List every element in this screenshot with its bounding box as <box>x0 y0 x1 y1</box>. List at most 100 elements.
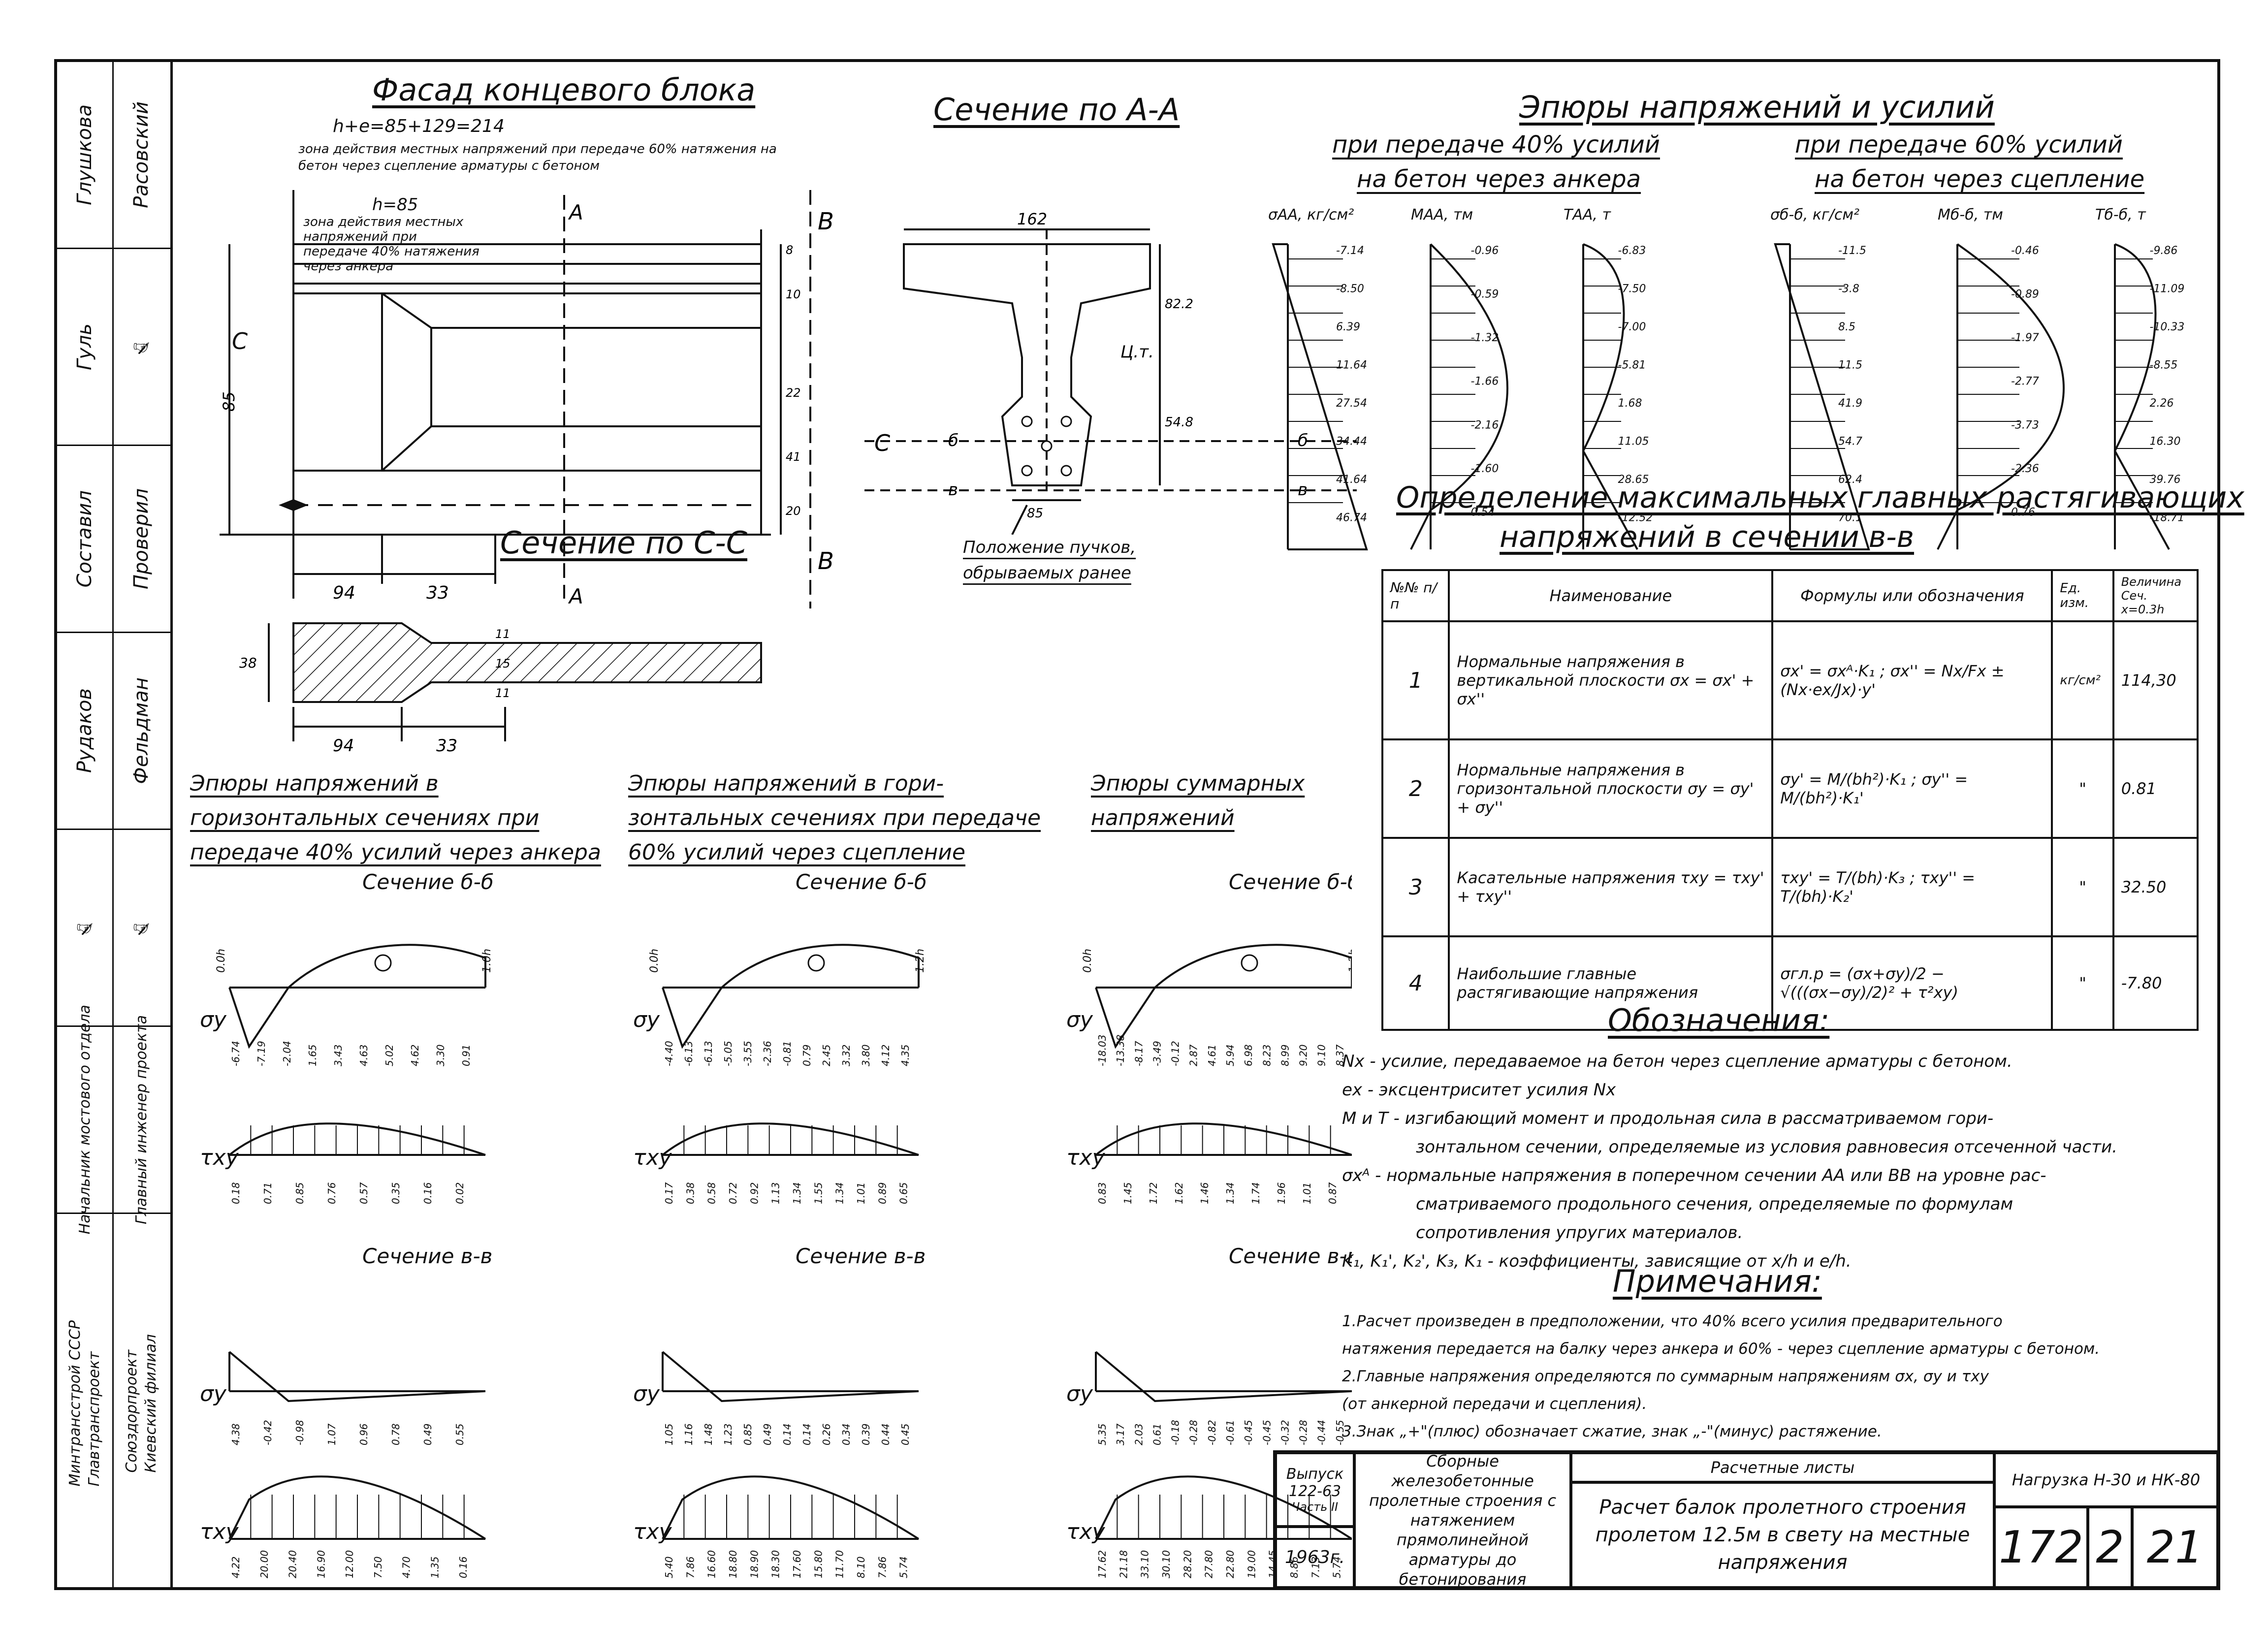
epure-value: -0.28 <box>1188 1420 1200 1445</box>
table-row: 1 Нормальные напряжения в вертикальной п… <box>1381 620 2199 740</box>
note-line: 2.Главные напряжения определяются по сум… <box>1342 1368 1989 1385</box>
tb-desc: Сборные железобетонные пролетные строени… <box>1354 1452 1571 1589</box>
epure-value: 0.58 <box>706 1182 718 1204</box>
epure-value: 5.02 <box>383 1044 395 1066</box>
epure-label-5: Тб-б, т <box>2095 206 2146 223</box>
h0-label: 0.0h <box>1082 949 1094 973</box>
epure-value: 0.14 <box>781 1423 793 1445</box>
epure-value: 70.1 <box>1838 512 1862 524</box>
epures-right-1: при передаче 60% усилий <box>1795 131 2123 159</box>
row1-formula: σx' = σxᴬ·K₁ ; σx'' = Nx/Fx ± (Nx·ex/Jx)… <box>1771 620 2053 740</box>
row4-name: Наибольшие главные растягивающие напряже… <box>1448 935 1774 1031</box>
epure-value: 41.64 <box>1336 474 1367 486</box>
row2-value: 0.81 <box>2112 738 2199 839</box>
epure-value: 8.99 <box>1279 1044 1291 1066</box>
section-aa-cm: Ц.т. <box>1120 342 1154 362</box>
facade-mark-b-bot: B <box>818 547 834 575</box>
epure-value: 2.45 <box>821 1044 832 1066</box>
epure-value: 0.92 <box>748 1182 760 1204</box>
epure-value: 5.35 <box>1096 1423 1108 1445</box>
shape <box>1095 1122 1352 1156</box>
epure-value: -8.17 <box>1133 1041 1145 1066</box>
epure-value: 30.10 <box>1160 1550 1172 1578</box>
facade-rdim-22: 22 <box>786 386 801 400</box>
shape <box>1095 1475 1352 1540</box>
epure-value: 4.12 <box>880 1044 892 1066</box>
epure-value: -0.96 <box>1471 245 1499 257</box>
epure-value: 0.26 <box>821 1423 832 1445</box>
tb-sheet-title: Расчет балок пролетного строения пролето… <box>1571 1482 1994 1588</box>
notes-title: Примечания: <box>1613 1263 1822 1299</box>
epure-value: -18.71 <box>2150 512 2185 524</box>
epure-value: 0.71 <box>262 1182 274 1204</box>
legend-line: σxᴬ - нормальные напряжения в поперечном… <box>1342 1166 2046 1185</box>
epure-value: 22.80 <box>1224 1550 1236 1578</box>
epure-value: 0.89 <box>876 1182 888 1204</box>
epure-value: -1.32 <box>1471 332 1499 344</box>
epure-value: 1.74 <box>1250 1182 1262 1204</box>
txy-label: τxy <box>1066 1145 1106 1170</box>
epure-value: -3.8 <box>1838 283 1859 295</box>
facade-title: Фасад концевого блока <box>372 72 756 108</box>
bottom-col-title: 60% усилий через сцепление <box>628 840 965 865</box>
epure-value: -3.49 <box>1151 1041 1163 1066</box>
epure-value: -0.28 <box>1298 1420 1310 1445</box>
epure-value: 1.34 <box>834 1182 846 1204</box>
epure-value: 0.79 <box>801 1044 813 1066</box>
tb-issue-label: Выпуск 122-63 <box>1286 1466 1344 1500</box>
epure-value: 5.94 <box>1224 1044 1236 1066</box>
tb-issue: Выпуск 122-63 Часть II <box>1276 1453 1354 1527</box>
epure-value: 1.65 <box>307 1044 319 1066</box>
section-cc-dim-33: 33 <box>436 736 457 756</box>
epure-value: 9.20 <box>1298 1044 1310 1066</box>
epure-label-0: σАА, кг/см² <box>1268 206 1354 223</box>
bottom-epure-2 <box>1095 944 1352 1540</box>
epure-value: 0.16 <box>422 1182 434 1204</box>
org-1: Минтрансстрой СССР <box>66 1320 84 1487</box>
bottom-col-title: передаче 40% усилий через анкера <box>190 840 601 865</box>
table-header: №№ п/п Наименование Формулы или обозначе… <box>1381 569 2199 622</box>
epure-value: 0.49 <box>762 1423 773 1445</box>
epure-value: -2.16 <box>1471 419 1499 431</box>
epure-5 <box>2113 243 2170 550</box>
epure-value: -0.61 <box>1224 1420 1236 1445</box>
epure-value: -9.86 <box>2150 245 2178 257</box>
section-aa-base: 85 <box>1027 506 1043 521</box>
epure-value: 8.86 <box>1288 1556 1300 1578</box>
epure-value: 1.45 <box>1122 1182 1134 1204</box>
epure-value: 1.34 <box>791 1182 803 1204</box>
epure-value: 7.50 <box>372 1556 384 1578</box>
epure-value: 1.68 <box>1618 397 1642 410</box>
epure-value: 27.54 <box>1336 397 1367 410</box>
epure-value: 27.80 <box>1203 1550 1215 1578</box>
role-chief: Главный инженер проекта <box>132 1015 150 1224</box>
epure-value: 1.35 <box>429 1556 441 1578</box>
section-cc-drawing: 38 94 33 15 11 11 <box>239 622 762 756</box>
section-cc-title: Сечение по С-С <box>500 525 748 561</box>
legend-title: Обозначения: <box>1608 1002 1830 1038</box>
sec-v-title: Сечение в-в <box>1229 1244 1352 1268</box>
tb-num3: 21 <box>2132 1507 2218 1588</box>
epure-value: 1.07 <box>326 1423 338 1445</box>
org-3: Союздорпроект <box>123 1350 140 1473</box>
max-stress-title-2: напряжений в сечении в-в <box>1500 520 1915 554</box>
epure-value: 4.62 <box>409 1044 421 1066</box>
epure-value: 4.63 <box>358 1044 370 1066</box>
epure-value: 18.30 <box>770 1550 782 1578</box>
section-aa-title: Сечение по А-А <box>933 92 1180 128</box>
epure-value: 1.46 <box>1199 1182 1211 1204</box>
th-num: №№ п/п <box>1381 569 1450 622</box>
facade-h: h=85 <box>372 195 418 215</box>
bottom-epure-0 <box>228 944 486 1540</box>
table-row: 3 Касательные напряжения τxy = τxy' + τx… <box>1381 837 2199 937</box>
legend-line: K₁, K₁', K₂', K₃, K₁ - коэффициенты, зав… <box>1342 1251 1852 1271</box>
epure-value: 5.74 <box>898 1556 910 1578</box>
section-cc-dim-38: 38 <box>239 655 257 671</box>
section-cc-dim-11a: 11 <box>495 627 511 641</box>
epure-label-1: МАА, тм <box>1411 206 1473 223</box>
epure-value: 3.80 <box>860 1044 872 1066</box>
epure-value: 21.18 <box>1118 1550 1129 1578</box>
epure-value: 54.7 <box>1838 436 1862 448</box>
epure-value: 46.74 <box>1336 512 1367 524</box>
epure-value: 17.62 <box>1096 1550 1108 1578</box>
